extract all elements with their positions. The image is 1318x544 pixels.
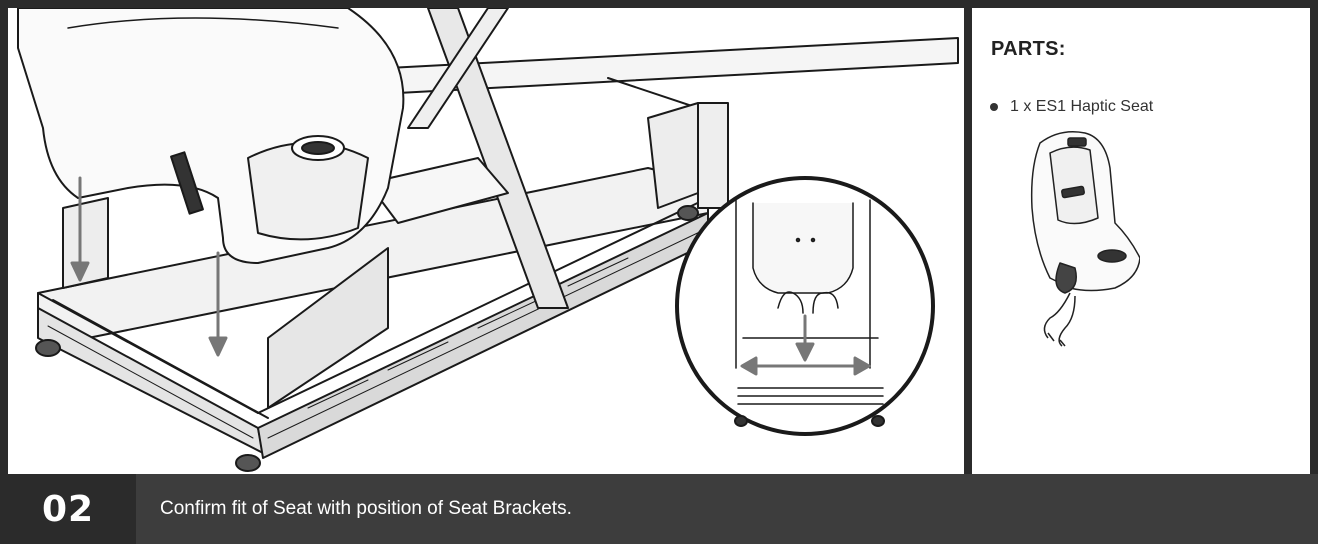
bullet-icon [990, 103, 998, 111]
down-arrows [70, 176, 228, 357]
parts-title: PARTS: [991, 38, 1066, 60]
panel-divider [964, 0, 972, 474]
rig-frame [35, 8, 959, 472]
parts-list: 1 x ES1 Haptic Seat [990, 98, 1153, 116]
step-instruction: Confirm fit of Seat with position of Sea… [160, 498, 572, 519]
detail-callout [675, 176, 935, 436]
parts-panel: PARTS: 1 x ES1 Haptic Seat [972, 8, 1310, 474]
step-footer: 02 Confirm fit of Seat with position of … [0, 474, 1318, 544]
haptic-seat-image [1030, 131, 1140, 347]
step-number: 02 [0, 474, 136, 544]
seat [17, 8, 405, 264]
assembly-illustration [8, 8, 964, 474]
parts-list-item: 1 x ES1 Haptic Seat [990, 98, 1153, 116]
part-label: 1 x ES1 Haptic Seat [1010, 98, 1154, 115]
